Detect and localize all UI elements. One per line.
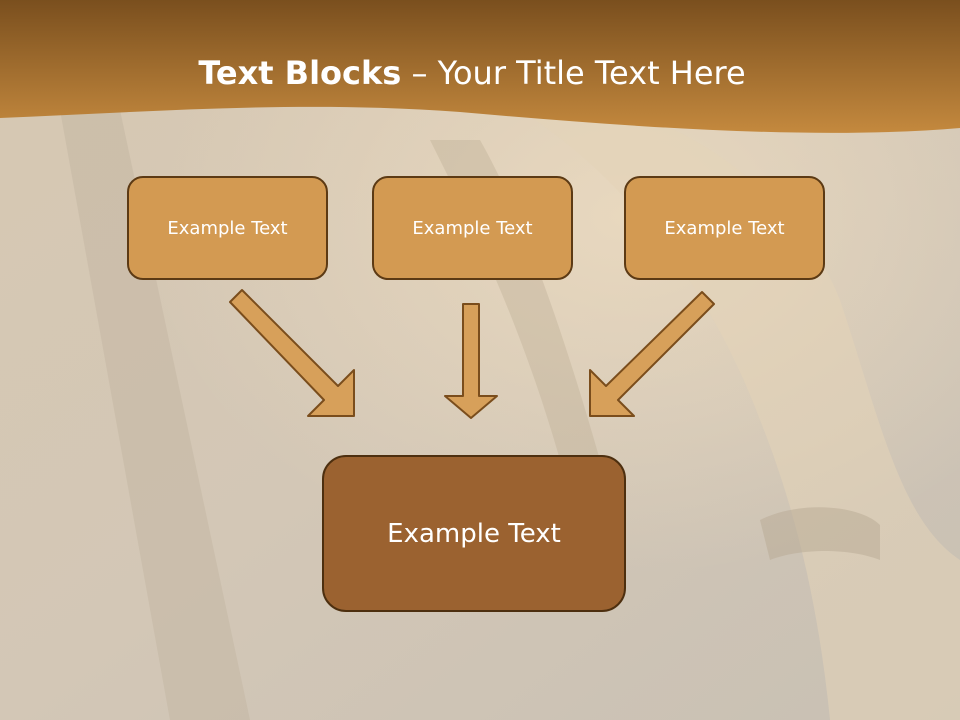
text-block-2: Example Text	[372, 176, 573, 280]
title-rest: – Your Title Text Here	[401, 54, 746, 92]
result-block-label: Example Text	[387, 518, 561, 549]
arrow-right	[589, 291, 715, 417]
text-block-3-label: Example Text	[664, 217, 785, 239]
text-block-1: Example Text	[127, 176, 328, 280]
text-block-1-label: Example Text	[167, 217, 288, 239]
title-bold: Text Blocks	[198, 54, 402, 92]
text-block-2-label: Example Text	[412, 217, 533, 239]
slide-title: Text Blocks – Your Title Text Here	[0, 54, 944, 92]
arrow-left	[229, 289, 355, 417]
result-block: Example Text	[322, 455, 626, 612]
text-block-3: Example Text	[624, 176, 825, 280]
arrow-center	[444, 303, 498, 419]
